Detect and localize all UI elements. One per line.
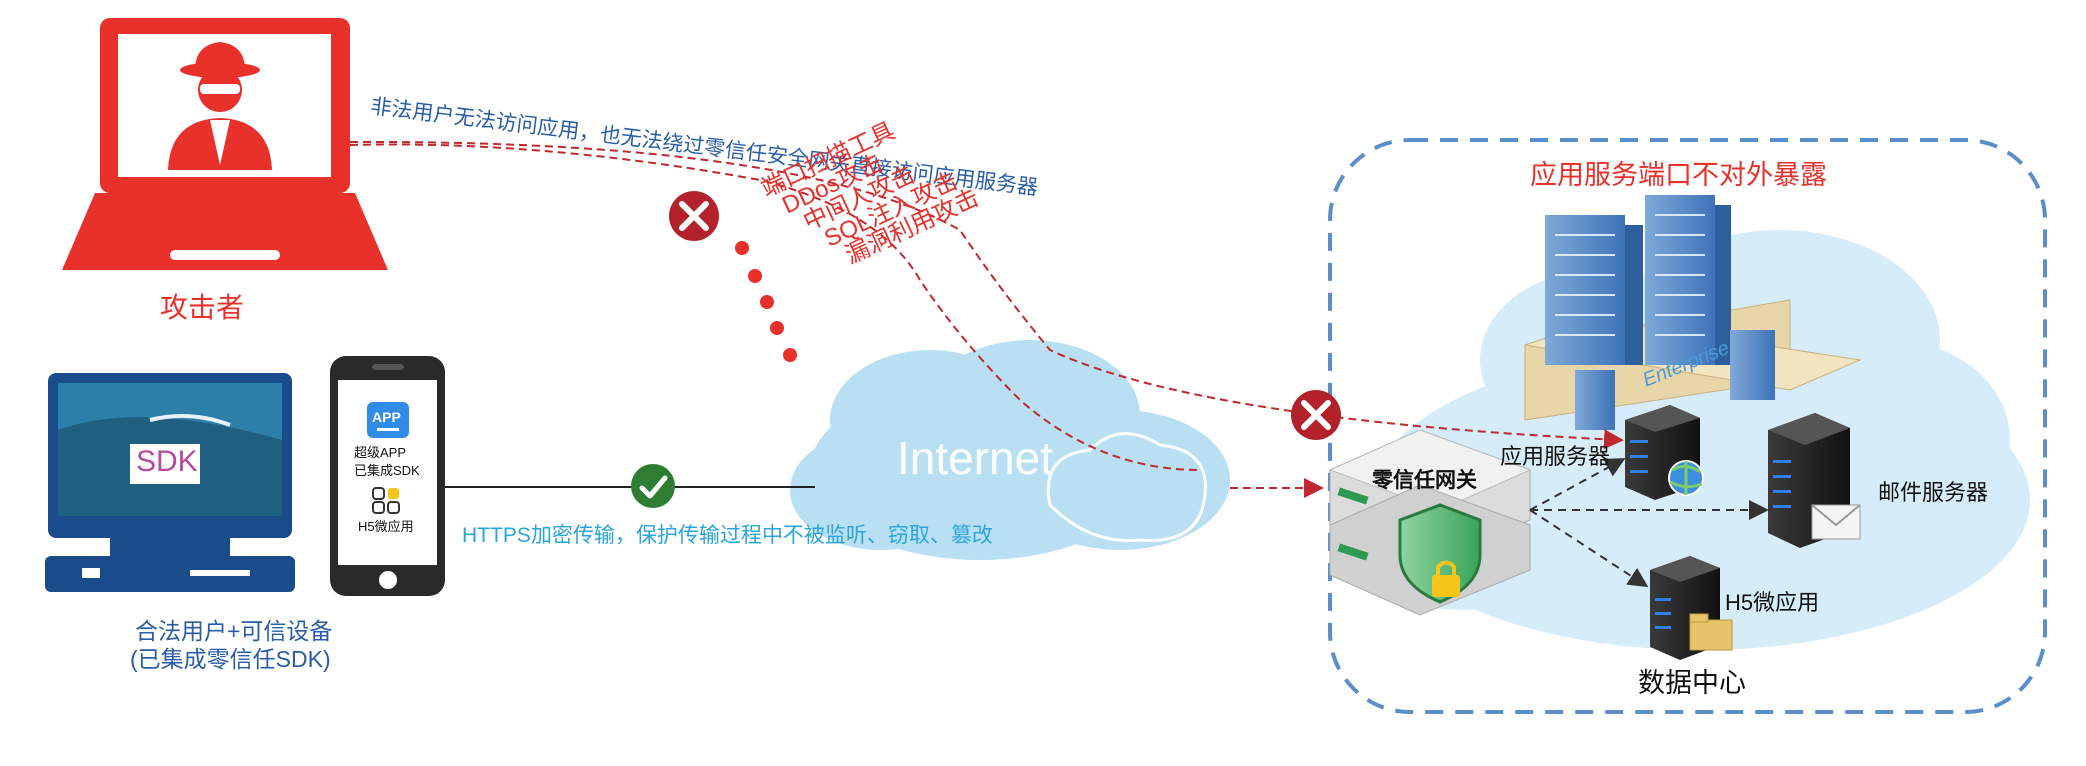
phone-h5-label: H5微应用: [358, 519, 414, 534]
phone-app-badge: APP: [372, 409, 401, 425]
attacker-label: 攻击者: [160, 292, 245, 323]
attacker-laptop-icon: [62, 18, 388, 270]
internet-label: Internet: [897, 432, 1053, 484]
internal-links: [1529, 458, 1769, 588]
phone-app-line2: 已集成SDK: [354, 463, 420, 478]
block-icon-2: [1291, 390, 1341, 440]
mail-server-label: 邮件服务器: [1878, 480, 1989, 505]
check-icon: [631, 464, 675, 508]
https-note: HTTPS加密传输，保护传输过程中不被监听、窃取、篡改: [462, 524, 993, 547]
legit-phone-icon: [330, 356, 445, 596]
enterprise-buildings-icon: [1524, 195, 1862, 430]
legit-user-label-2: (已集成零信任SDK): [130, 646, 331, 672]
attack-bullets: [735, 241, 797, 362]
datacenter-title: 应用服务端口不对外暴露: [1530, 160, 1827, 190]
zero-trust-gateway-icon: [1328, 429, 1532, 616]
block-icon-1: [669, 191, 719, 241]
attack-path-1: [349, 143, 1201, 471]
datacenter-footer: 数据中心: [1638, 668, 1746, 698]
mail-server-icon: [1768, 413, 1861, 548]
app-server-label: 应用服务器: [1500, 444, 1611, 469]
sdk-label: SDK: [136, 445, 198, 478]
internet-cloud: [790, 340, 1230, 560]
h5-app-label: H5微应用: [1725, 590, 1820, 615]
h5-server-icon: [1650, 556, 1733, 660]
app-server-icon: [1625, 405, 1704, 500]
gateway-label: 零信任网关: [1372, 469, 1477, 492]
legit-user-label-1: 合法用户+可信设备: [135, 618, 333, 644]
legit-computer-icon: [45, 373, 295, 592]
internet-cloud-outline: [1046, 432, 1207, 543]
datacenter-zone: [1328, 138, 2047, 714]
phone-app-line1: 超级APP: [354, 445, 407, 460]
